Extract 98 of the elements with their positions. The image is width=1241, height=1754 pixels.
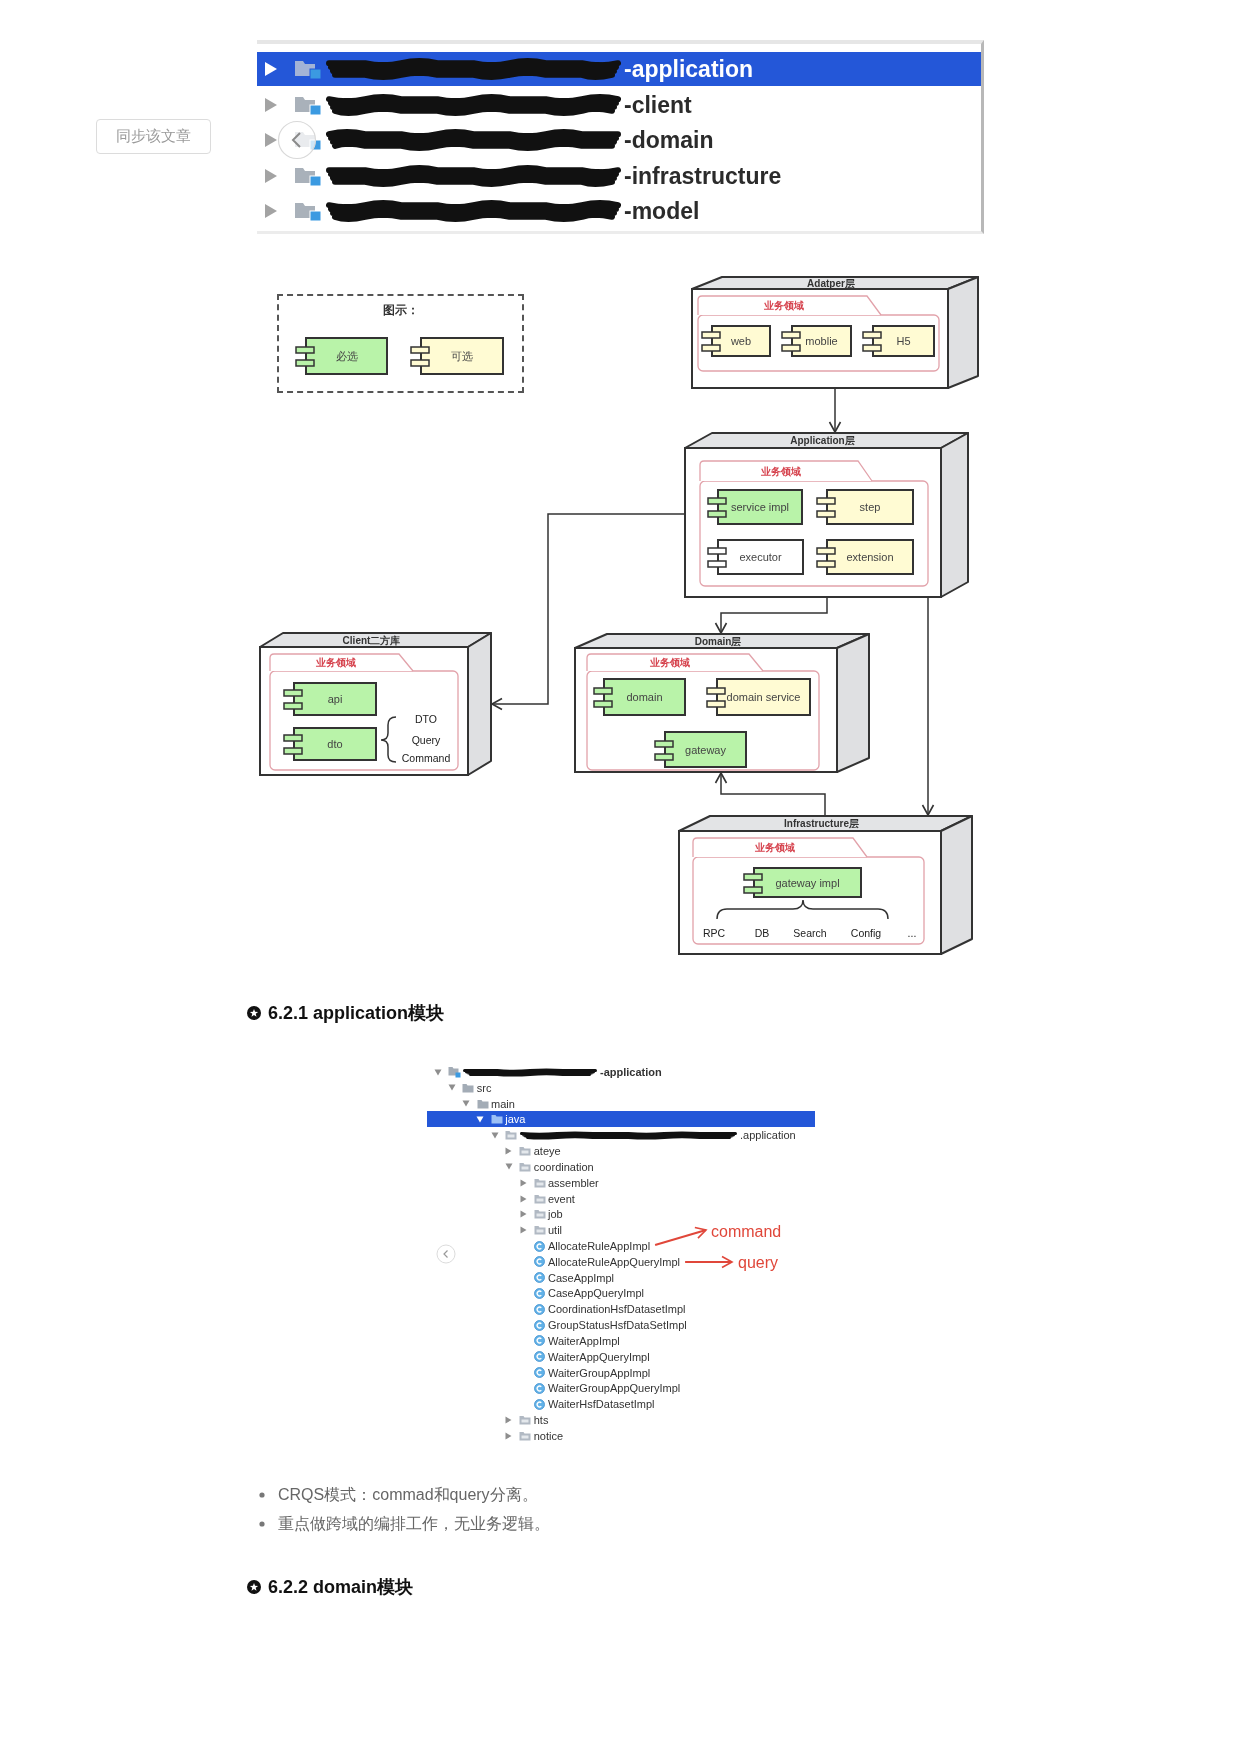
bullet-text: 重点做跨域的编排工作，无业务逻辑。 bbox=[278, 1514, 550, 1534]
package-label: 业务领域 bbox=[764, 300, 804, 312]
package-label: 业务领域 bbox=[754, 842, 795, 854]
tree-item-label: coordination bbox=[533, 1159, 594, 1174]
component-label: gateway impl bbox=[775, 875, 840, 890]
package-frame bbox=[692, 837, 925, 945]
component-box bbox=[872, 325, 935, 357]
component-label: H5 bbox=[896, 334, 911, 348]
tree-item-label: .application bbox=[740, 1128, 796, 1143]
tree-item-label: notice bbox=[533, 1428, 564, 1443]
package-label: 业务领域 bbox=[760, 465, 801, 478]
tree-item-label: WaiterAppImpl bbox=[548, 1333, 620, 1348]
component-label: step bbox=[859, 500, 881, 514]
component-label: extension bbox=[846, 550, 894, 564]
package-label: 业务领域 bbox=[649, 657, 690, 669]
tree-item-label: java bbox=[505, 1112, 526, 1127]
tree-item-label: util bbox=[548, 1223, 563, 1238]
sync-article-button: 同步该文章 bbox=[96, 119, 211, 154]
tree-item-label: -domain bbox=[624, 126, 714, 155]
component-label: dto bbox=[327, 737, 343, 751]
component-box bbox=[664, 731, 747, 768]
package-frame bbox=[699, 460, 929, 587]
component-label: moblie bbox=[805, 334, 838, 348]
brace-label: Command bbox=[401, 751, 451, 765]
node-title: Domain层 bbox=[694, 635, 742, 648]
component-label: gateway bbox=[685, 742, 726, 757]
tree-item-label: CaseAppQueryImpl bbox=[548, 1286, 644, 1301]
arrow bbox=[684, 1255, 733, 1269]
section-heading: 6.2.1 application模块 bbox=[268, 1002, 445, 1025]
brace-label: Config bbox=[850, 926, 882, 940]
component-box bbox=[826, 539, 914, 575]
node-title: Infrastructure层 bbox=[784, 818, 859, 830]
legend-box bbox=[277, 294, 524, 393]
tree-item-label: WaiterHsfDatasetImpl bbox=[548, 1397, 655, 1412]
tree-item-label: event bbox=[548, 1191, 575, 1206]
package-label: 业务领域 bbox=[316, 657, 356, 669]
component-box bbox=[717, 539, 804, 575]
tree-item-label: WaiterAppQueryImpl bbox=[548, 1349, 650, 1364]
arrow bbox=[654, 1226, 707, 1246]
arrow bbox=[714, 597, 828, 634]
package-frame bbox=[697, 295, 940, 372]
tree-item-label: -infrastructure bbox=[624, 161, 782, 191]
bullet-text: CRQS模式：commad和query分离。 bbox=[278, 1485, 538, 1505]
component-label: executor bbox=[739, 550, 782, 564]
component-box bbox=[716, 678, 811, 716]
tree-item-label: -application bbox=[624, 55, 754, 84]
brace-label: Search bbox=[793, 926, 827, 940]
package-frame bbox=[269, 653, 459, 771]
annotation-label: query bbox=[738, 1253, 779, 1273]
tree-item-label: ateye bbox=[533, 1144, 561, 1159]
tree-item-label: AllocateRuleAppImpl bbox=[548, 1239, 651, 1253]
component-label: api bbox=[327, 692, 343, 706]
tree-item-label: -client bbox=[624, 90, 692, 120]
component-label: domain service bbox=[726, 690, 801, 704]
tree-item-label: main bbox=[491, 1096, 515, 1111]
component-box bbox=[420, 337, 504, 375]
tree-item-label: WaiterGroupAppQueryImpl bbox=[548, 1381, 681, 1396]
brace-label: Query bbox=[411, 733, 441, 747]
component-box bbox=[293, 682, 377, 716]
tree-item-label: job bbox=[548, 1207, 563, 1222]
tree-item-label: GroupStatusHsfDataSetImpl bbox=[548, 1318, 687, 1333]
node-title: Adatper层 bbox=[807, 277, 855, 290]
annotation-label: command bbox=[711, 1222, 782, 1242]
arrow bbox=[921, 597, 935, 816]
tree-item-label: -application bbox=[600, 1065, 662, 1079]
component-label: 必选 bbox=[335, 349, 358, 363]
component-label: 可选 bbox=[451, 349, 473, 363]
node-title: Application层 bbox=[790, 435, 855, 447]
component-box bbox=[711, 325, 771, 357]
brace-label: DTO bbox=[415, 712, 437, 726]
section-heading: 6.2.2 domain模块 bbox=[268, 1576, 414, 1599]
brace-label: ... bbox=[907, 926, 917, 940]
component-box bbox=[293, 727, 377, 761]
tree-item-label: -model bbox=[624, 197, 700, 226]
arrow bbox=[828, 388, 842, 433]
component-box bbox=[603, 678, 686, 716]
tree-item-label: src bbox=[476, 1080, 492, 1095]
tree-item-label: WaiterGroupAppImpl bbox=[548, 1365, 651, 1380]
component-box bbox=[717, 489, 803, 525]
component-label: domain bbox=[626, 690, 663, 704]
legend-title: 图示： bbox=[382, 302, 419, 318]
component-box bbox=[826, 489, 914, 525]
component-box bbox=[791, 325, 852, 357]
tree-item-label: CoordinationHsfDatasetImpl bbox=[548, 1302, 686, 1317]
brace-label: DB bbox=[754, 926, 770, 940]
tree-item-label: AllocateRuleAppQueryImpl bbox=[548, 1254, 681, 1269]
tree-item-label: assembler bbox=[548, 1175, 599, 1190]
arrow bbox=[491, 513, 685, 711]
node-title: Client二方库 bbox=[342, 634, 401, 647]
brace-label: RPC bbox=[702, 926, 726, 940]
component-label: web bbox=[730, 334, 752, 348]
arrow bbox=[714, 772, 826, 816]
component-box bbox=[753, 867, 862, 898]
tree-item-label: CaseAppImpl bbox=[548, 1270, 615, 1285]
component-box bbox=[305, 337, 388, 375]
tree-item-label: hts bbox=[533, 1413, 549, 1428]
package-frame bbox=[586, 653, 820, 771]
component-label: service impl bbox=[730, 500, 790, 514]
